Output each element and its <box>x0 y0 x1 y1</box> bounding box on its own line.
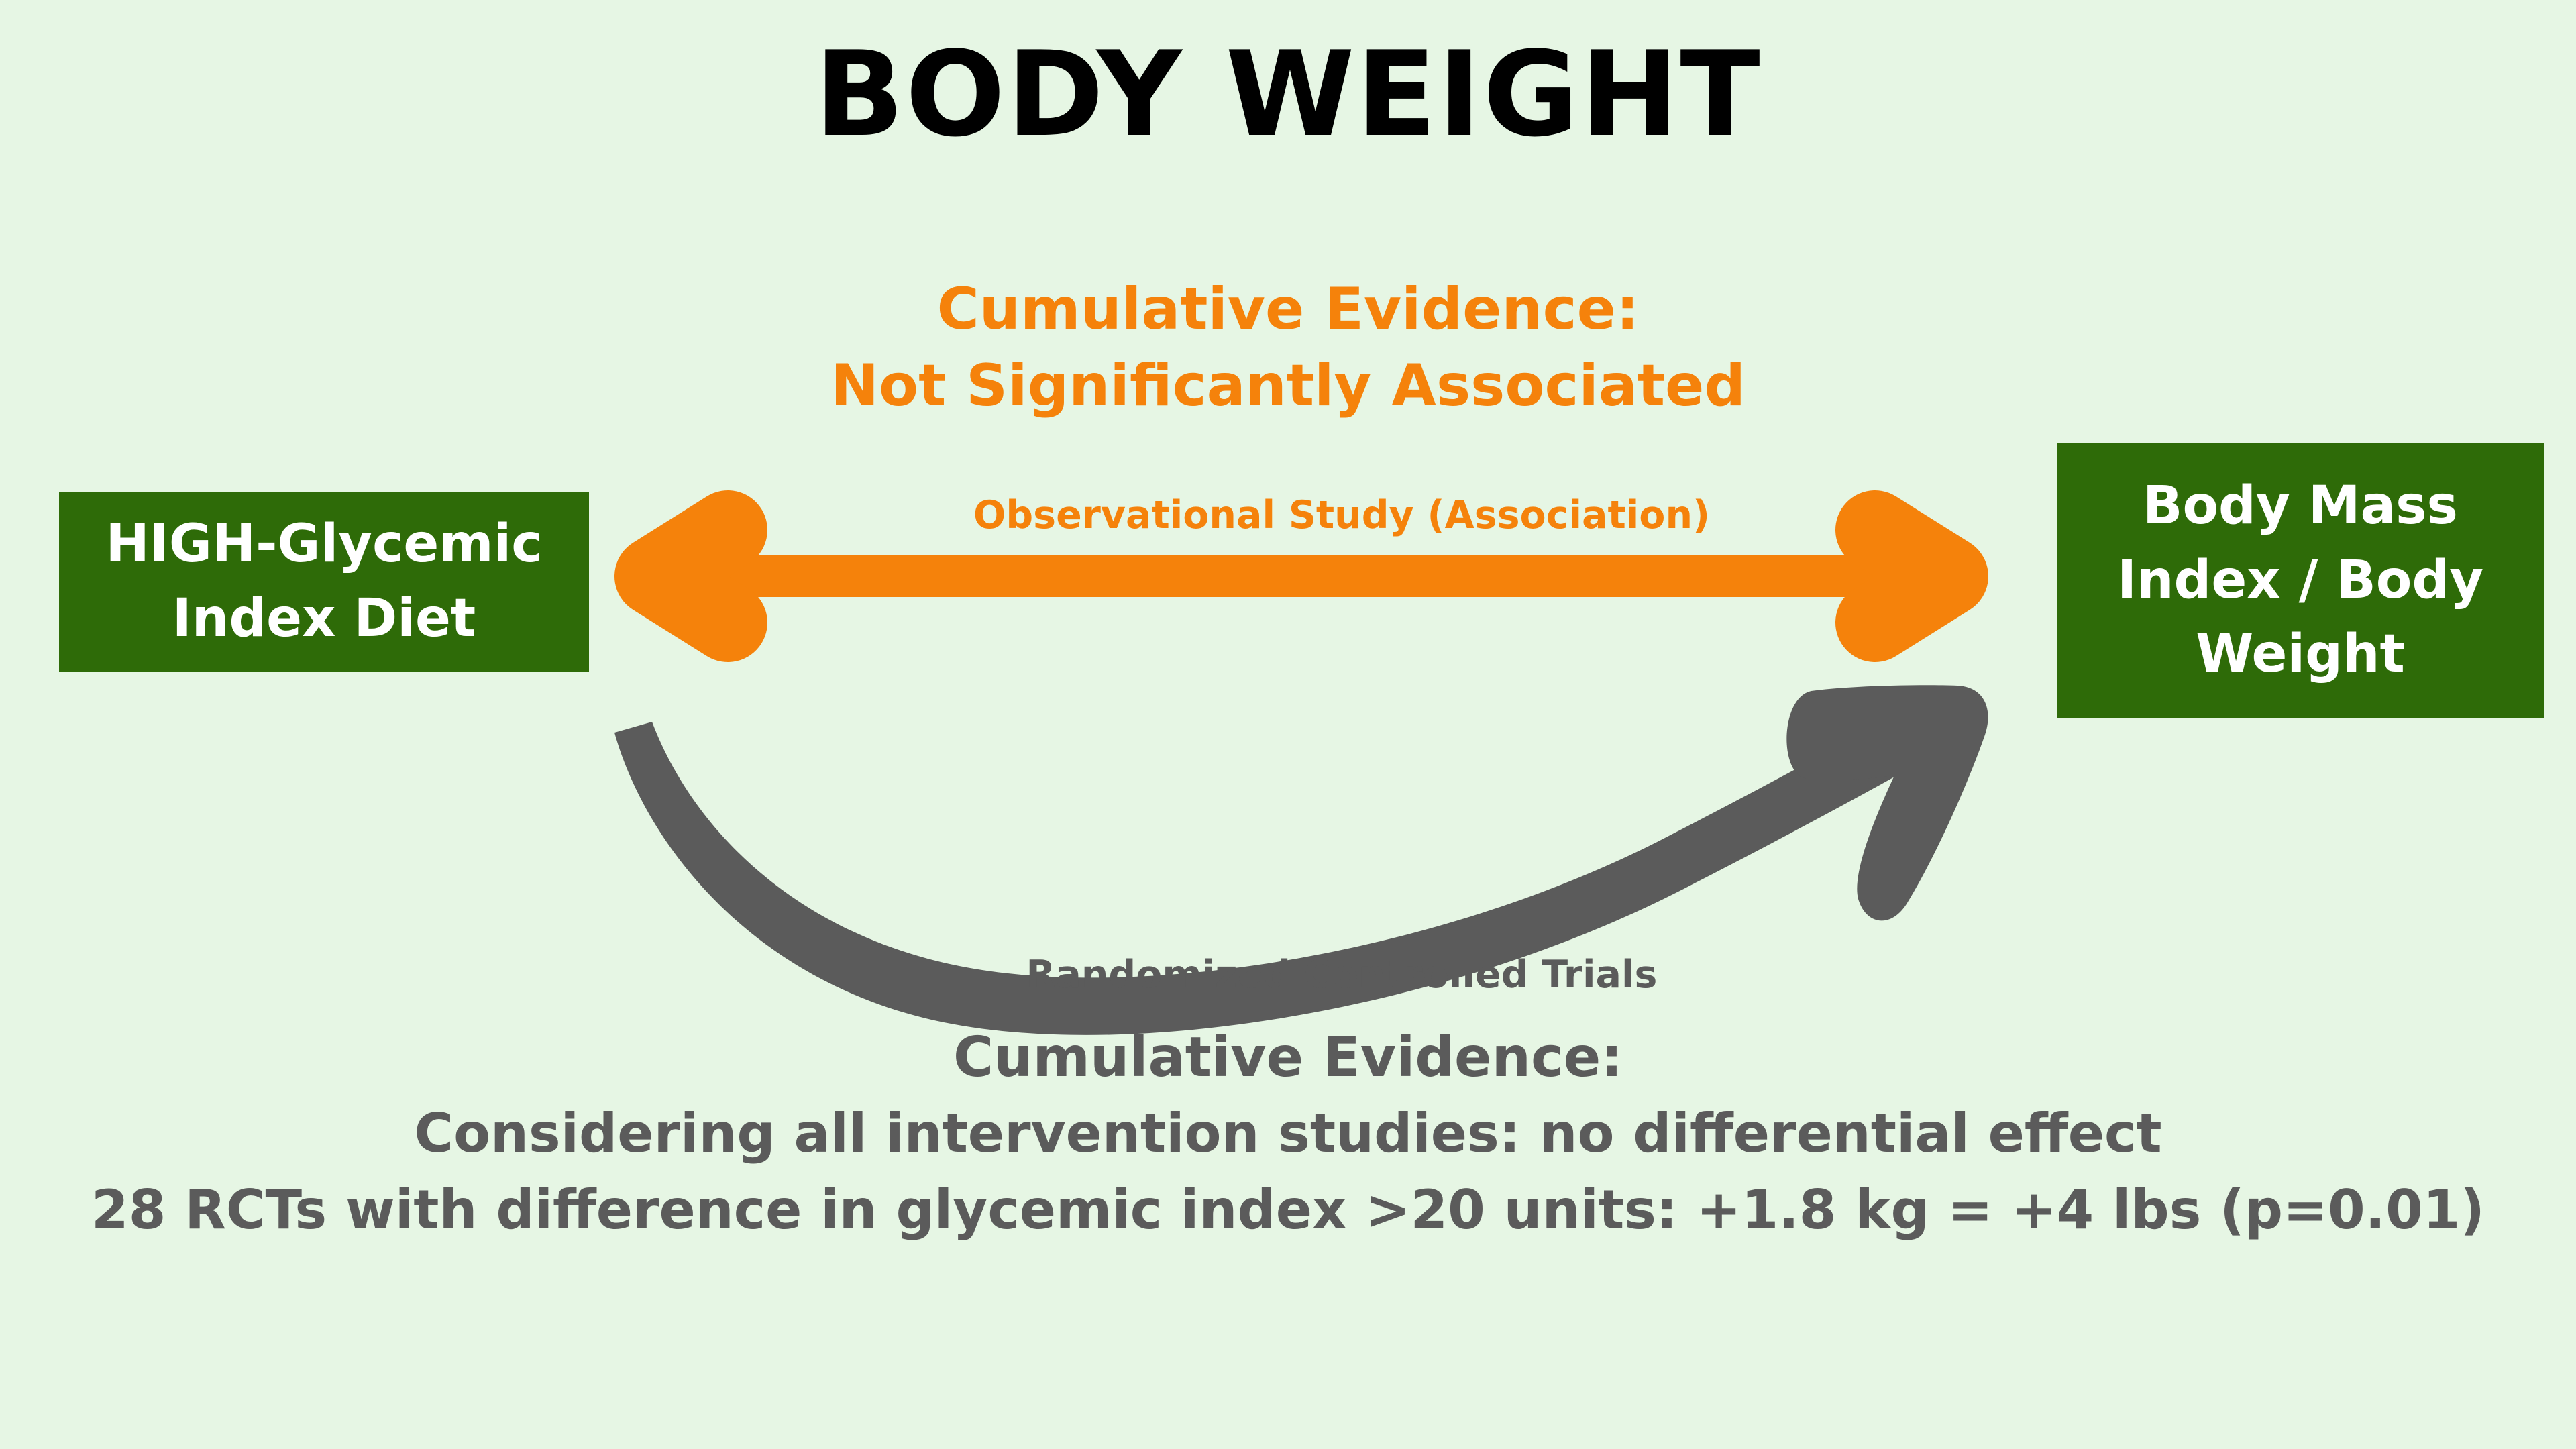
outcome-box: Body Mass Index / Body Weight <box>2057 443 2544 718</box>
observational-arrow-label: Observational Study (Association) <box>973 493 1711 537</box>
outcome-box-line-3: Weight <box>2196 624 2405 685</box>
rct-evidence-body-line-1: Considering all intervention studies: no… <box>414 1102 2162 1165</box>
outcome-box-line-2: Index / Body <box>2116 549 2484 610</box>
arrowhead-right-icon <box>1835 490 1988 662</box>
observational-double-arrow <box>614 490 1988 662</box>
arrowhead-left-icon <box>614 490 767 662</box>
rct-evidence-heading: Cumulative Evidence: <box>953 1026 1623 1089</box>
rct-arrowhead-icon <box>1786 685 1988 921</box>
exposure-box-line-1: HIGH-Glycemic <box>105 514 543 575</box>
outcome-box-line-1: Body Mass <box>2143 475 2458 536</box>
observational-heading-line-2: Not Significantly Associated <box>830 352 1746 419</box>
page-title: BODY WEIGHT <box>814 27 1762 163</box>
rct-arrow-label: Randomized Controlled Trials <box>1026 953 1658 997</box>
exposure-box-line-2: Index Diet <box>172 588 476 649</box>
rct-evidence-body-line-2: 28 RCTs with difference in glycemic inde… <box>91 1178 2485 1241</box>
rct-evidence-block: Cumulative Evidence: Considering all int… <box>0 1020 2576 1248</box>
exposure-box: HIGH-Glycemic Index Diet <box>59 492 589 672</box>
observational-evidence-heading: Cumulative Evidence: Not Significantly A… <box>0 272 2576 424</box>
observational-heading-line-1: Cumulative Evidence: <box>936 276 1640 343</box>
